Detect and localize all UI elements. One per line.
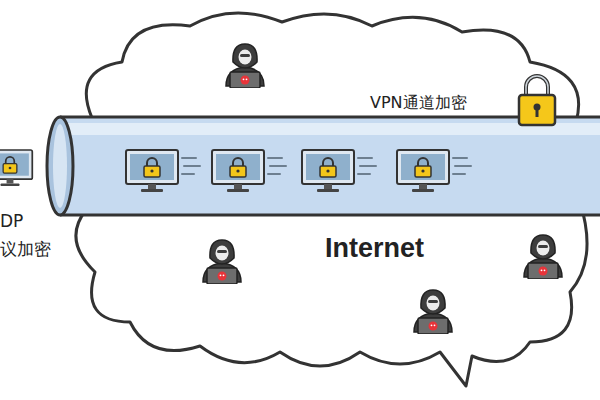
client-monitor (0, 150, 32, 186)
protocol-label: 议加密 (0, 238, 51, 261)
monitor-icon (126, 150, 178, 192)
hacker-icon (414, 290, 452, 334)
node-text: Internet (325, 233, 424, 264)
hacker-icon (203, 240, 241, 284)
tunnel-label: VPN通道加密 (370, 93, 467, 114)
hacker-icon (524, 235, 562, 279)
padlock-icon (519, 76, 555, 125)
hacker-icon (226, 44, 264, 88)
monitor-icon (302, 150, 354, 192)
protocol-label: DP (0, 211, 23, 231)
vpn-tube (47, 117, 600, 215)
monitor-icon (397, 150, 449, 192)
monitor-icon (212, 150, 264, 192)
